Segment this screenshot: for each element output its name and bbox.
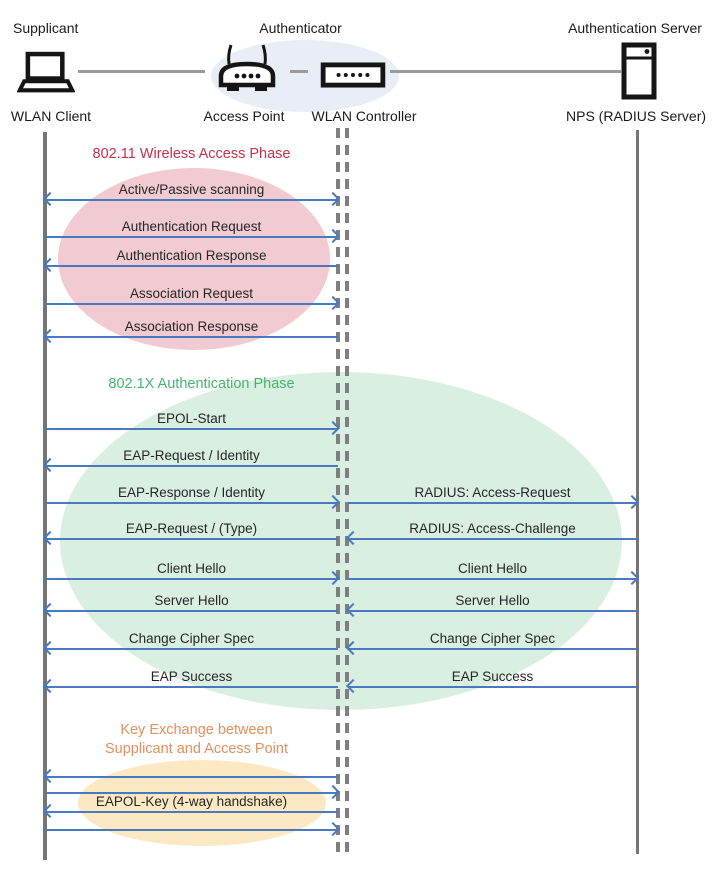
message-label: Change Cipher Spec [429,631,556,646]
arrow-line [348,648,637,650]
message-label: EAPOL-Key (4-way handshake) [95,794,288,809]
device-label-wlan-controller: WLAN Controller [311,108,417,124]
arrow-line [45,578,338,580]
lifeline-radius-server [636,130,639,854]
message-label: EPOL-Start [156,411,227,426]
message-label: Active/Passive scanning [118,182,265,197]
arrow-line [45,199,338,201]
phase-title-key-exchange-line1: Key Exchange between [120,722,273,738]
link-controller-to-server [390,70,621,73]
arrow-line [45,686,338,688]
message-label: Association Response [124,319,259,334]
lifeline-authenticator-right [345,128,349,852]
message-label: Authentication Response [116,248,267,263]
message-label: EAP-Response / Identity [117,485,266,500]
arrow-line [348,538,637,540]
arrow-line [45,336,338,338]
role-label-supplicant: Supplicant [13,20,79,36]
lifeline-authenticator-left [336,128,340,852]
message-label: EAP-Request / (Type) [125,521,258,536]
arrow-line [348,610,637,612]
message-label: RADIUS: Access-Challenge [409,521,576,536]
arrow-line [45,829,338,831]
arrow-line [45,502,338,504]
laptop-icon [16,51,76,102]
server-icon [621,42,657,105]
arrow-line [45,265,338,267]
message-label: EAP-Request / Identity [123,448,260,463]
arrow-line [45,236,338,238]
message-label: Client Hello [457,561,528,576]
message-label: EAP Success [150,669,233,684]
arrow-line [45,776,338,778]
phase-title-8021x: 802.1X Authentication Phase [108,376,295,392]
arrow-line [45,648,338,650]
controller-icon [320,62,386,93]
message-label: RADIUS: Access-Request [414,485,571,500]
device-label-access-point: Access Point [203,108,285,124]
link-client-to-ap [78,70,205,73]
phase-title-key-exchange-line2: Supplicant and Access Point [105,741,288,757]
arrow-line [45,792,338,794]
arrow-line [45,811,338,813]
role-label-authenticator: Authenticator [259,20,342,36]
lifeline-wlan-client [43,132,47,860]
message-label: Authentication Request [121,219,262,234]
arrow-line [45,610,338,612]
phase-ellipse-80211 [58,168,330,350]
message-label: Client Hello [156,561,227,576]
arrow-line [45,428,338,430]
wireless-router-icon [214,43,280,102]
arrow-line [45,538,338,540]
device-label-nps-radius-server: NPS (RADIUS Server) [566,108,707,124]
link-ap-to-controller-dash [290,70,308,73]
phase-title-80211: 802.11 Wireless Access Phase [92,146,291,162]
message-label: Change Cipher Spec [128,631,255,646]
message-label: EAP Success [451,669,534,684]
message-label: Association Request [129,286,254,301]
arrow-line [348,686,637,688]
device-label-wlan-client: WLAN Client [10,108,92,124]
arrow-line [348,502,637,504]
arrow-line [348,578,637,580]
phase-title-key-exchange: Key Exchange between Supplicant and Acce… [50,721,343,759]
phase-ellipse-key-exchange [78,760,326,846]
role-label-authentication-server: Authentication Server [568,20,702,36]
arrow-line [45,465,338,467]
message-label: Server Hello [154,593,229,608]
message-label: Server Hello [455,593,530,608]
arrow-line [45,303,338,305]
